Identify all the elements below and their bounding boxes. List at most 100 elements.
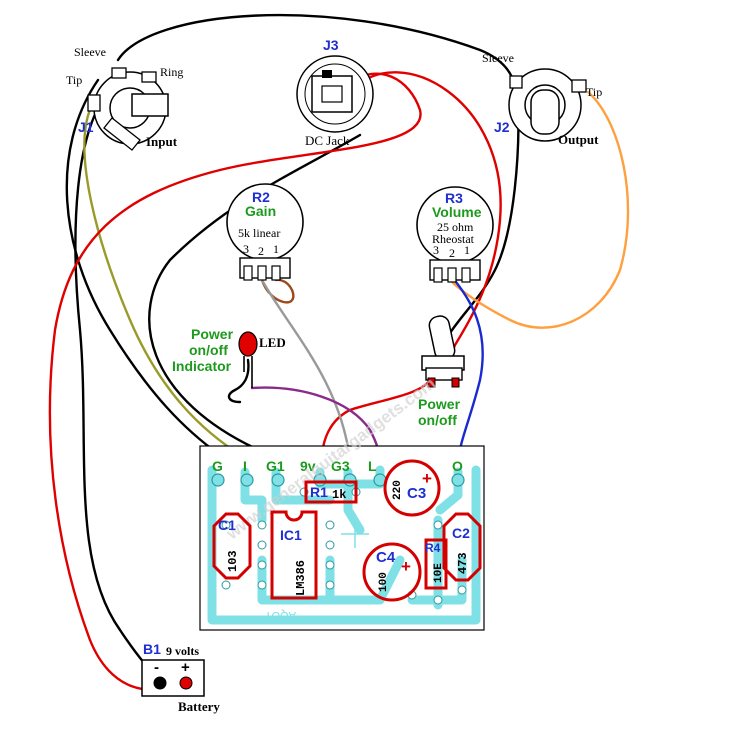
pad-g3 bbox=[343, 473, 357, 487]
switch-label-line2: on/off bbox=[418, 412, 457, 428]
battery-minus-terminal bbox=[153, 676, 167, 690]
gray-wire-gain bbox=[260, 278, 352, 462]
brown-wire-gain bbox=[260, 278, 295, 304]
svg-text:+: + bbox=[422, 469, 432, 488]
pad-label-9v: 9v bbox=[300, 458, 316, 474]
r3-pin3: 3 bbox=[433, 243, 439, 257]
circuit-board: G I G1 9v G3 L O bbox=[199, 374, 485, 631]
output-jack: Sleeve Tip J2 Output bbox=[482, 51, 602, 147]
j1-label: Input bbox=[146, 134, 178, 149]
battery: B1 9 volts - + Battery bbox=[141, 641, 220, 714]
sleeve-lug bbox=[111, 67, 127, 79]
power-indicator-led: LED Power on/off Indicator bbox=[172, 326, 286, 388]
led-label: LED bbox=[259, 335, 286, 350]
pad-label-o: O bbox=[452, 458, 463, 474]
power-switch: Power on/off bbox=[418, 315, 465, 428]
j1-ring-label: Ring bbox=[160, 65, 183, 79]
r4-id: R4 bbox=[425, 541, 441, 555]
battery-voltage: 9 volts bbox=[166, 644, 199, 658]
j2-sleeve-label: Sleeve bbox=[482, 51, 514, 65]
capacitor-c2: C2 473 bbox=[442, 512, 482, 582]
c1-id: C1 bbox=[218, 517, 236, 533]
r2-name: Gain bbox=[245, 203, 276, 219]
black-wire-led bbox=[227, 358, 250, 404]
r3-value2: Rheostat bbox=[432, 232, 475, 246]
pad-label-g: G bbox=[212, 458, 223, 474]
pad-g1 bbox=[271, 473, 285, 487]
led-indicator-line2: on/off bbox=[189, 342, 228, 358]
b1-id: B1 bbox=[143, 641, 161, 657]
resistor-r1: R1 1k bbox=[304, 480, 358, 504]
black-wire-battery-minus bbox=[74, 88, 162, 682]
tip-lug bbox=[87, 94, 101, 112]
r3-name: Volume bbox=[432, 204, 482, 220]
olive-wire-input bbox=[83, 103, 247, 460]
pad-o bbox=[451, 473, 465, 487]
svg-text:+: + bbox=[401, 557, 411, 576]
ic-lm386: IC1 LM386 bbox=[270, 510, 318, 600]
r3-id: R3 bbox=[445, 190, 463, 206]
pad-label-i: I bbox=[243, 458, 247, 474]
c3-id: C3 bbox=[407, 485, 426, 502]
j3-label: DC Jack bbox=[305, 133, 350, 148]
ic1-value: LM386 bbox=[294, 560, 308, 596]
r4-value: 10E bbox=[433, 563, 445, 583]
capacitor-c1: C1 103 bbox=[212, 512, 252, 580]
j2-tip-label: Tip bbox=[586, 85, 602, 99]
r1-id: R1 bbox=[310, 484, 328, 500]
dc-jack: J3 DC Jack bbox=[296, 37, 374, 148]
gain-pot: R2 Gain 5k linear 3 2 1 bbox=[226, 183, 304, 281]
volume-pot: R3 Volume 25 ohm Rheostat 3 2 1 bbox=[416, 186, 494, 283]
r2-id: R2 bbox=[252, 189, 270, 205]
black-wire-dcjack-ground bbox=[148, 133, 362, 457]
j2-id: J2 bbox=[494, 119, 510, 135]
c2-id: C2 bbox=[452, 525, 470, 541]
led-body bbox=[238, 331, 258, 357]
pad-label-l: L bbox=[368, 458, 377, 474]
r1-value: 1k bbox=[332, 488, 346, 502]
c4-id: C4 bbox=[376, 549, 396, 566]
pad-g bbox=[211, 473, 225, 487]
c3-value: 220 bbox=[392, 480, 404, 500]
red-wire-dc-battery bbox=[48, 72, 422, 691]
black-wire-j1-g bbox=[65, 78, 222, 457]
r2-pin1: 1 bbox=[273, 242, 279, 256]
c4-value: 100 bbox=[378, 572, 390, 592]
j1-id: J1 bbox=[78, 119, 94, 135]
battery-label: Battery bbox=[178, 699, 220, 714]
battery-body bbox=[141, 659, 205, 697]
switch-lever bbox=[428, 315, 456, 361]
capacitor-c4: C4 100 + bbox=[362, 542, 422, 602]
j2-label: Output bbox=[558, 132, 599, 147]
r3-value1: 25 ohm bbox=[437, 220, 474, 234]
r3-pin2: 2 bbox=[449, 246, 455, 260]
pad-label-g3: G3 bbox=[331, 458, 350, 474]
battery-plus-terminal bbox=[179, 676, 193, 690]
pad-i bbox=[240, 473, 254, 487]
resistor-r4: R4 10E bbox=[424, 538, 448, 590]
ic1-id: IC1 bbox=[280, 527, 302, 543]
r3-pin1: 1 bbox=[464, 243, 470, 257]
pad-label-g1: G1 bbox=[266, 458, 285, 474]
r2-pin2: 2 bbox=[258, 244, 264, 258]
capacitor-c3: C3 220 + bbox=[383, 459, 441, 517]
black-wire-j1-j2 bbox=[116, 13, 517, 87]
blue-wire-volume bbox=[454, 280, 484, 464]
input-jack: Sleeve Ring Tip J1 Input bbox=[66, 45, 183, 151]
battery-minus-label: - bbox=[154, 659, 159, 676]
led-indicator-line3: Indicator bbox=[172, 358, 232, 374]
switch-label-line1: Power bbox=[418, 396, 461, 412]
c1-value: 103 bbox=[226, 550, 240, 572]
ring-lug bbox=[141, 71, 157, 83]
led-indicator-line1: Power bbox=[191, 326, 234, 342]
orange-wire-output bbox=[448, 90, 630, 329]
j2-tip-lug bbox=[571, 79, 587, 93]
j1-tip-label: Tip bbox=[66, 73, 82, 87]
r2-pin3: 3 bbox=[243, 242, 249, 256]
battery-plus-label: + bbox=[181, 659, 190, 676]
j3-id: J3 bbox=[323, 37, 339, 53]
board-corner-mark: AQOT bbox=[265, 609, 296, 621]
j2-sleeve-lug bbox=[509, 75, 523, 89]
j1-sleeve-label: Sleeve bbox=[74, 45, 106, 59]
